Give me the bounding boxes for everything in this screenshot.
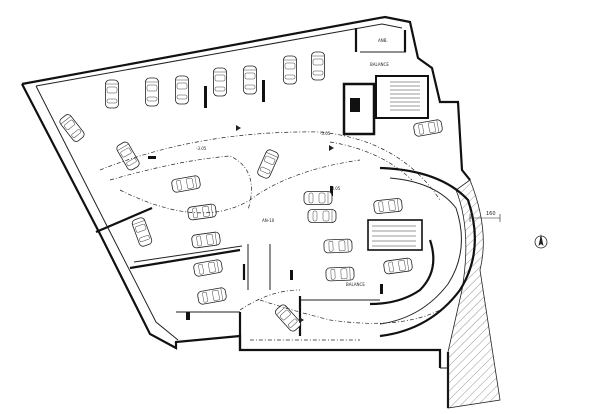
ramp-hatch (447, 179, 501, 409)
level-label-2: -3.05 (196, 146, 207, 151)
room-label-4: BALANCE (346, 282, 365, 287)
curved-ramp (176, 166, 476, 350)
north-arrow-icon (534, 234, 548, 249)
columns (148, 80, 383, 320)
parked-cars (57, 51, 444, 334)
dimension: 160 (469, 211, 501, 222)
circulation-routes (99, 125, 441, 341)
room-label-3: AN-10 (262, 218, 275, 223)
partitions (95, 28, 407, 290)
stair-core-north (342, 75, 429, 136)
level-label-1: -3.05 (320, 131, 331, 136)
level-label-3: -3.05 (330, 186, 341, 191)
dimension-label: 160 (486, 211, 496, 217)
stair-core-south (367, 219, 423, 251)
annotations: -3.05 -3.05 -3.05 BALANCE ANB. AN-10 BAL… (196, 38, 389, 287)
room-label-2: ANB. (378, 38, 388, 43)
room-label-1: BALANCE (370, 62, 389, 67)
